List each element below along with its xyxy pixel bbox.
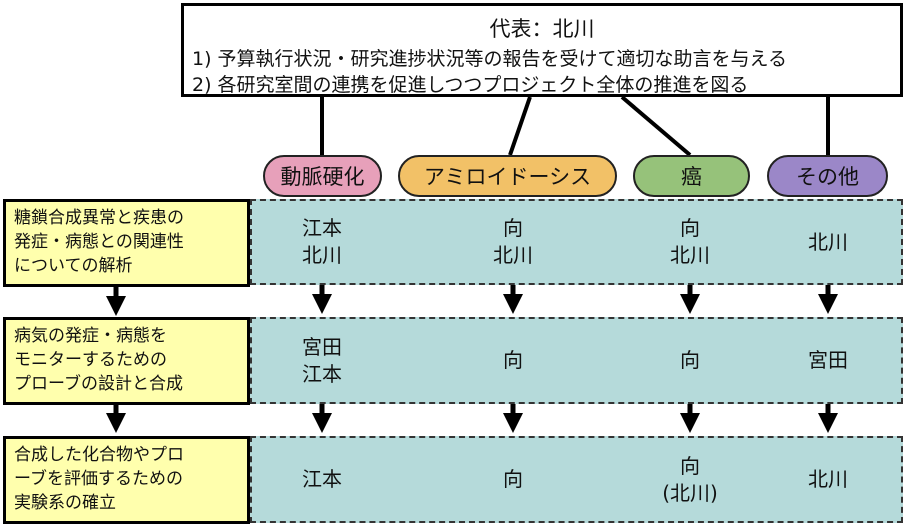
director-box: 代表：北川 1) 予算執行状況・研究進捗状況等の報告を受けて適切な助言を与える … <box>181 3 903 97</box>
theme-line: モニターするための <box>14 350 167 370</box>
member-name: 宮田 <box>808 348 848 372</box>
member-name: 江本 <box>302 361 342 386</box>
theme-line: 実験系の確立 <box>14 493 116 513</box>
member-name: 北川 <box>808 229 848 254</box>
member-name: 向 <box>680 453 700 478</box>
theme-line: についての解析 <box>14 256 133 276</box>
member-name: 向 <box>503 467 523 491</box>
theme-line: プローブの設計と合成 <box>14 374 183 394</box>
row-band-1 <box>250 199 903 285</box>
member-name: 北川 <box>302 243 342 267</box>
cell-r1-other: 北川 <box>778 199 878 285</box>
cell-r2-cancer: 向 <box>640 317 740 404</box>
member-name: 向 <box>503 348 523 372</box>
cell-r1-amyloid: 向 北川 <box>463 199 563 285</box>
cell-r2-amyloid: 向 <box>463 317 563 404</box>
member-name: 向 <box>503 216 523 240</box>
cell-r3-amyloid: 向 <box>463 436 563 523</box>
cell-r1-cancer: 向 北川 <box>640 199 740 285</box>
member-name: 向 <box>680 216 700 240</box>
member-name: 向 <box>680 348 700 372</box>
member-name: 宮田 <box>302 334 342 359</box>
cell-r3-cancer: 向 (北川) <box>640 436 740 523</box>
cell-r3-arterio: 江本 <box>272 436 372 523</box>
member-name: 北川 <box>808 467 848 491</box>
theme-line: ーブを評価するための <box>14 469 183 489</box>
director-duty-1: 1) 予算執行状況・研究進捗状況等の報告を受けて適切な助言を与える <box>192 48 787 70</box>
theme-line: 発症・病態との関連性 <box>14 232 184 252</box>
member-name: 江本 <box>302 216 342 240</box>
theme-line: 糖鎖合成異常と疾患の <box>14 208 184 228</box>
line-to-amyloid <box>508 96 532 156</box>
member-name: 北川 <box>670 243 710 267</box>
line-to-cancer <box>620 95 692 157</box>
cell-r2-arterio: 宮田 江本 <box>272 317 372 404</box>
disease-pill-arteriosclerosis: 動脈硬化 <box>263 155 382 197</box>
theme-box-2: 病気の発症・病態を モニターするための プローブの設計と合成 <box>3 317 250 405</box>
member-name: (北川) <box>662 480 718 505</box>
member-name: 北川 <box>493 243 533 267</box>
row-band-3 <box>250 436 903 523</box>
cell-r2-other: 宮田 <box>778 317 878 404</box>
disease-pill-cancer: 癌 <box>633 155 750 197</box>
theme-line: 合成した化合物やプロ <box>14 445 184 465</box>
disease-pill-other: その他 <box>767 155 888 197</box>
director-duty-2: 2) 各研究室間の連携を促進しつつプロジェクト全体の推進を図る <box>192 74 749 96</box>
row-band-2 <box>250 317 903 404</box>
theme-line: 病気の発症・病態を <box>14 326 167 346</box>
director-title: 代表：北川 <box>489 17 595 41</box>
cell-r1-arterio: 江本 北川 <box>272 199 372 285</box>
member-name: 江本 <box>302 467 342 491</box>
cell-r3-other: 北川 <box>778 436 878 523</box>
theme-box-3: 合成した化合物やプロ ーブを評価するための 実験系の確立 <box>3 436 250 524</box>
theme-box-1: 糖鎖合成異常と疾患の 発症・病態との関連性 についての解析 <box>3 199 250 287</box>
disease-pill-amyloidosis: アミロイドーシス <box>398 155 617 197</box>
